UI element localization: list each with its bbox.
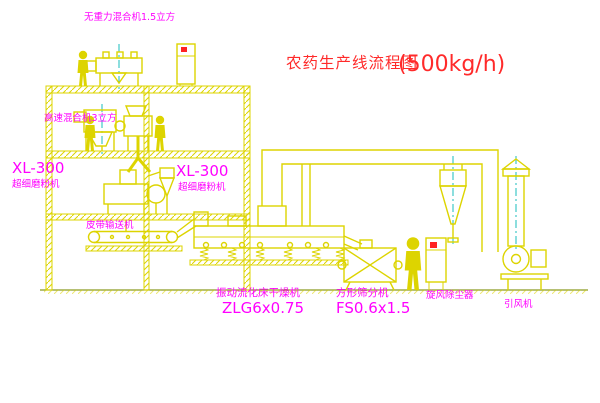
drawing-title: 农药生产线流程图 [286, 54, 418, 72]
label-induced-draft-fan: 引风机 [504, 298, 533, 310]
label-zero-gravity-mixer: 无重力混合机1.5立方 [84, 11, 175, 23]
label-cyclone-dust-collector: 旋风除尘器 [426, 289, 474, 301]
label-mill-left-name: 超细磨粉机 [12, 178, 60, 190]
label-dryer-model: ZLG6x0.75 [222, 299, 304, 317]
zero-gravity-mixer [85, 51, 143, 86]
mill-lower [103, 167, 176, 231]
label-mill-mid-name: 超细磨粉机 [178, 181, 226, 193]
platform-structure [45, 85, 251, 291]
label-mill-left-model: XL-300 [12, 159, 64, 177]
control-cabinet-lower [425, 237, 447, 290]
control-cabinet-upper [176, 43, 196, 87]
square-sifter [337, 239, 403, 291]
label-dryer-name: 振动流化床干燥机 [216, 286, 300, 299]
high-speed-mixer [73, 109, 117, 151]
label-sifter-model: FS0.6x1.5 [336, 299, 410, 317]
label-belt-conveyor: 皮带输送机 [86, 219, 134, 231]
label-mill-mid-model: XL-300 [176, 162, 228, 180]
mill-upper [114, 105, 153, 151]
cyclone-separator [439, 164, 467, 243]
drawing-title-capacity: (500kg/h) [398, 52, 505, 77]
worker-icon [154, 115, 166, 151]
induced-draft-fan [500, 245, 549, 290]
belt-conveyor [85, 218, 197, 252]
exhaust-duct [257, 149, 499, 252]
worker-icon [404, 237, 422, 290]
label-sifter-name: 方形筛分机 [336, 286, 389, 299]
label-high-speed-mixer: 高速混合机3立方 [44, 112, 117, 124]
ground-line [40, 289, 588, 294]
fluid-bed-dryer [189, 211, 363, 266]
worker-icon [77, 50, 89, 86]
